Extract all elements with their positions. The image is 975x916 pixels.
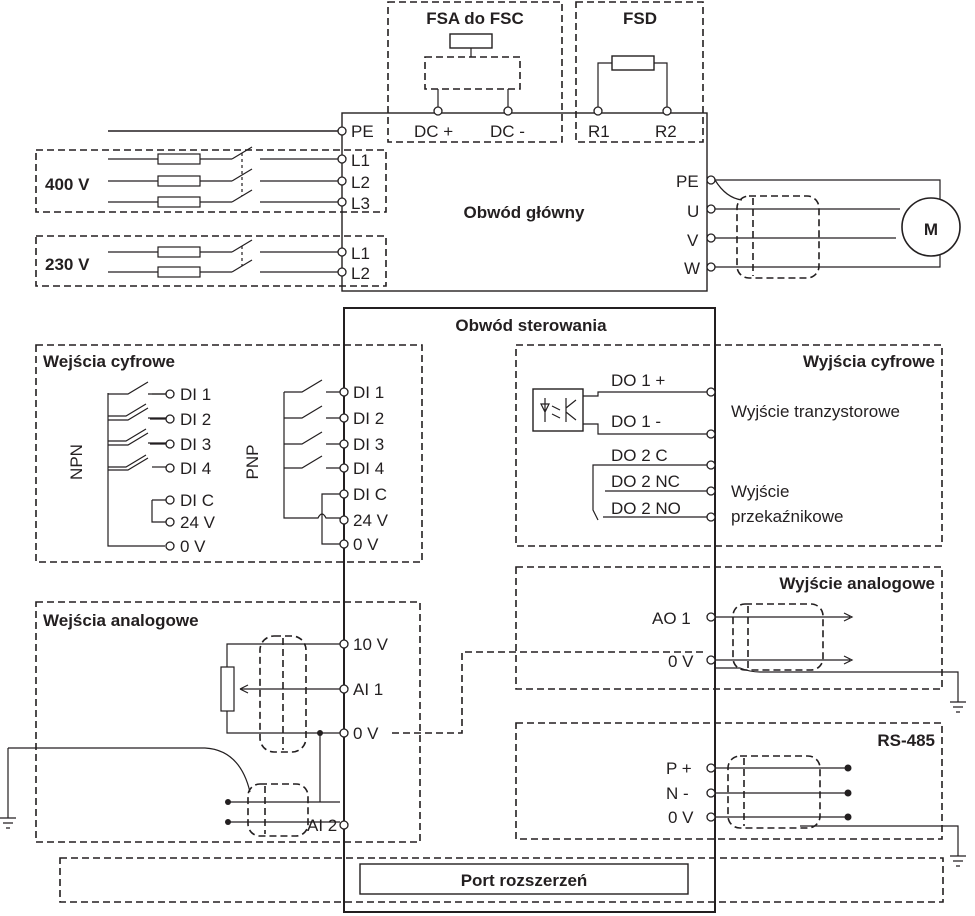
npn-label: NPN [67,444,86,480]
pnp-di4-label: DI 4 [353,459,384,478]
ao-0v-label: 0 V [668,652,694,671]
r1-terminal [593,106,603,116]
dc-plus-terminal [433,106,443,116]
expansion-port-box [359,863,689,895]
pnp-di2-label: DI 2 [353,409,384,428]
supply-230-label: 230 V [45,255,90,274]
do2no-label: DO 2 NO [611,499,681,518]
expansion-port-outer [59,857,944,903]
main-circuit-title: Obwód główny [464,203,585,222]
w-label: W [684,259,700,278]
rs485-p-label: P + [666,759,692,778]
dc-plus-label: DC + [414,122,453,141]
supply-400-lines [108,146,338,208]
transistor-output [532,388,707,435]
pe-in-terminal [337,126,347,136]
pe-out-label: PE [676,172,699,191]
npn-di4-label: DI 4 [180,459,211,478]
transistor-output-label: Wyjście tranzystorowe [731,402,900,421]
digital-inputs-title: Wejścia cyfrowe [43,352,175,371]
fsa-fsc-box [387,1,563,143]
l1-400-label: L1 [351,151,370,170]
analog-inputs-wiring [0,635,340,837]
npn-dic-label: DI C [180,491,214,510]
r2-label: R2 [655,122,677,141]
analog-inputs-title: Wejścia analogowe [43,611,199,630]
fsd-box [575,1,704,143]
ao1-label: AO 1 [652,609,691,628]
ai1-label: AI 1 [353,680,383,699]
v-label: V [687,231,699,250]
rs485-n-label: N - [666,784,689,803]
l2-230-label: L2 [351,264,370,283]
digital-outputs-box [515,344,943,547]
npn-di2-label: DI 2 [180,410,211,429]
l3-400-label: L3 [351,194,370,213]
analog-output-box [515,566,943,690]
relay-output-label-2: przekaźnikowe [731,507,843,526]
do2nc-label: DO 2 NC [611,472,680,491]
dc-minus-label: DC - [490,122,525,141]
r2-terminal [662,106,672,116]
npn-wiring [107,381,166,547]
relay-output-label-1: Wyjście [731,482,789,501]
ai-shield-junction [317,730,323,736]
supply-230-lines [108,239,338,278]
supply-400-label: 400 V [45,175,90,194]
pnp-label: PNP [243,445,262,480]
npn-di1-label: DI 1 [180,385,211,404]
fsc-dashed-link [424,56,521,90]
rs485-title: RS-485 [877,731,935,750]
do1-plus-label: DO 1 + [611,371,665,390]
pnp-dic-label: DI C [353,485,387,504]
npn-di3-label: DI 3 [180,435,211,454]
supply-400-box [35,149,387,213]
zero-volt-link [392,651,706,734]
pnp-0v-label: 0 V [353,535,379,554]
pe-in-label: PE [351,122,374,141]
fsa-fsc-label: FSA do FSC [426,9,524,28]
do1-minus-label: DO 1 - [611,412,661,431]
rs485-wiring [715,755,966,867]
motor-label: M [924,220,938,239]
npn-0v-label: 0 V [180,537,206,556]
motor-symbol [901,197,961,257]
r1-label: R1 [588,122,610,141]
analog-output-wiring [715,603,966,713]
pnp-di1-label: DI 1 [353,383,384,402]
npn-24v-label: 24 V [180,513,216,532]
fsd-label: FSD [623,9,657,28]
braking-resistor-fsc [449,33,493,49]
supply-230-box [35,235,387,287]
relay-output [592,464,707,521]
ai2-label: AI 2 [307,816,337,835]
pnp-wiring [283,379,340,545]
analog-output-title: Wyjście analogowe [779,574,935,593]
pnp-24v-label: 24 V [353,511,389,530]
expansion-port-label: Port rozszerzeń [461,871,588,890]
braking-resistor-fsd [611,55,655,71]
do2c-label: DO 2 C [611,446,668,465]
l1-230-label: L1 [351,244,370,263]
dc-minus-terminal [503,106,513,116]
u-label: U [687,202,699,221]
rs485-box [515,722,943,840]
rs485-0v-label: 0 V [668,808,694,827]
analog-inputs-box [35,601,421,843]
digital-inputs-box [35,344,423,563]
l2-400-label: L2 [351,173,370,192]
control-circuit-box [343,307,716,913]
digital-outputs-title: Wyjścia cyfrowe [803,352,935,371]
ai-0v-label: 0 V [353,724,379,743]
pnp-di3-label: DI 3 [353,435,384,454]
ai-10v-label: 10 V [353,635,389,654]
control-circuit-title: Obwód sterowania [455,316,607,335]
